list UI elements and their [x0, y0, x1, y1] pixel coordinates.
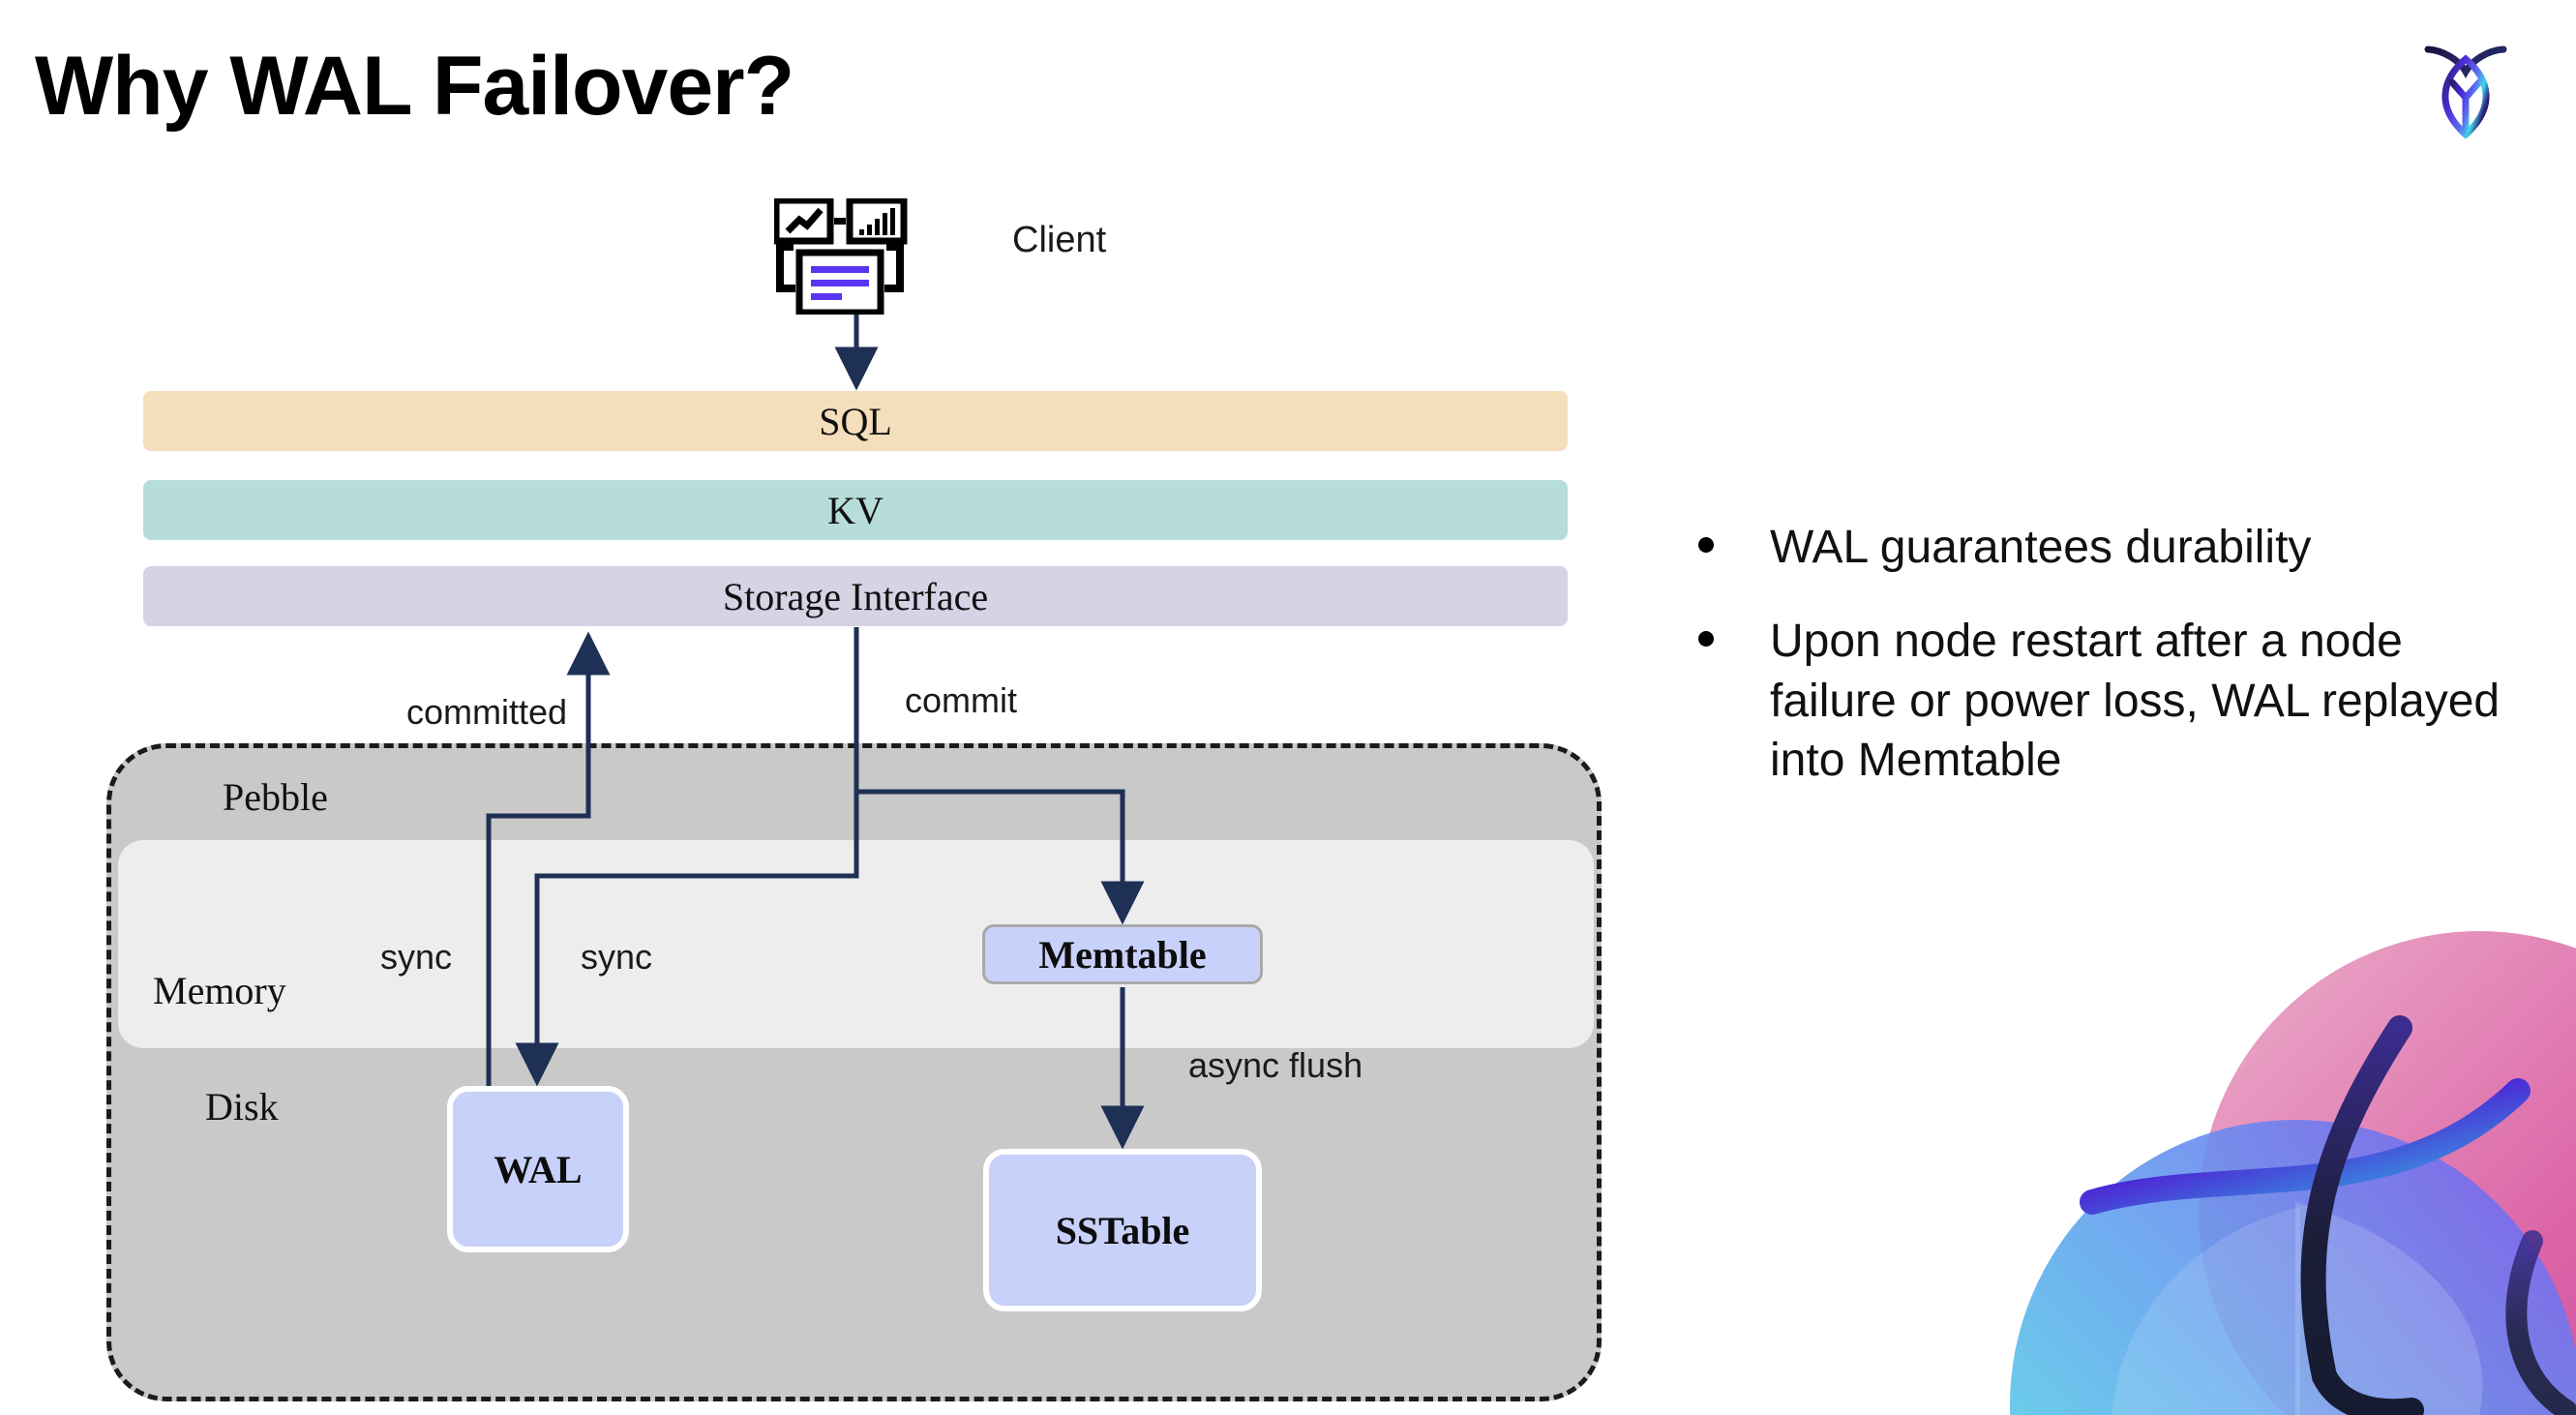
memory-label: Memory	[153, 969, 286, 1012]
bullet-dot-icon	[1698, 631, 1714, 647]
layer-bar-kv: KV	[143, 480, 1568, 540]
list-item: WAL guarantees durability	[1698, 518, 2531, 577]
page-title: Why WAL Failover?	[35, 40, 794, 133]
edge-label-commit: commit	[905, 680, 1017, 720]
node-wal: WAL	[447, 1086, 629, 1252]
bullet-text: WAL guarantees durability	[1770, 522, 2312, 573]
bullet-list: WAL guarantees durability Upon node rest…	[1698, 518, 2531, 826]
disk-label: Disk	[205, 1085, 279, 1129]
cockroachdb-logo-icon	[2412, 34, 2519, 150]
edge-label-async-flush: async flush	[1188, 1045, 1363, 1085]
memory-region	[118, 840, 1594, 1048]
pebble-label: Pebble	[223, 775, 328, 819]
edge-label-sync-b: sync	[581, 937, 653, 977]
node-memtable: Memtable	[982, 924, 1263, 984]
list-item: Upon node restart after a node failure o…	[1698, 612, 2531, 790]
client-label: Client	[1012, 220, 1107, 260]
layer-bar-sql: SQL	[143, 391, 1568, 451]
client-dashboard-icon	[772, 196, 929, 316]
bullet-text: Upon node restart after a node failure o…	[1770, 616, 2501, 787]
edge-label-sync-a: sync	[380, 937, 453, 977]
edge-label-committed: committed	[406, 692, 568, 732]
gradient-circles-decoration	[1976, 921, 2576, 1415]
layer-bar-storage-interface: Storage Interface	[143, 566, 1568, 626]
architecture-diagram: Client SQL KV Storage Interface Pebble M…	[106, 196, 1602, 1401]
node-sstable: SSTable	[983, 1149, 1262, 1311]
bullet-dot-icon	[1698, 537, 1714, 553]
